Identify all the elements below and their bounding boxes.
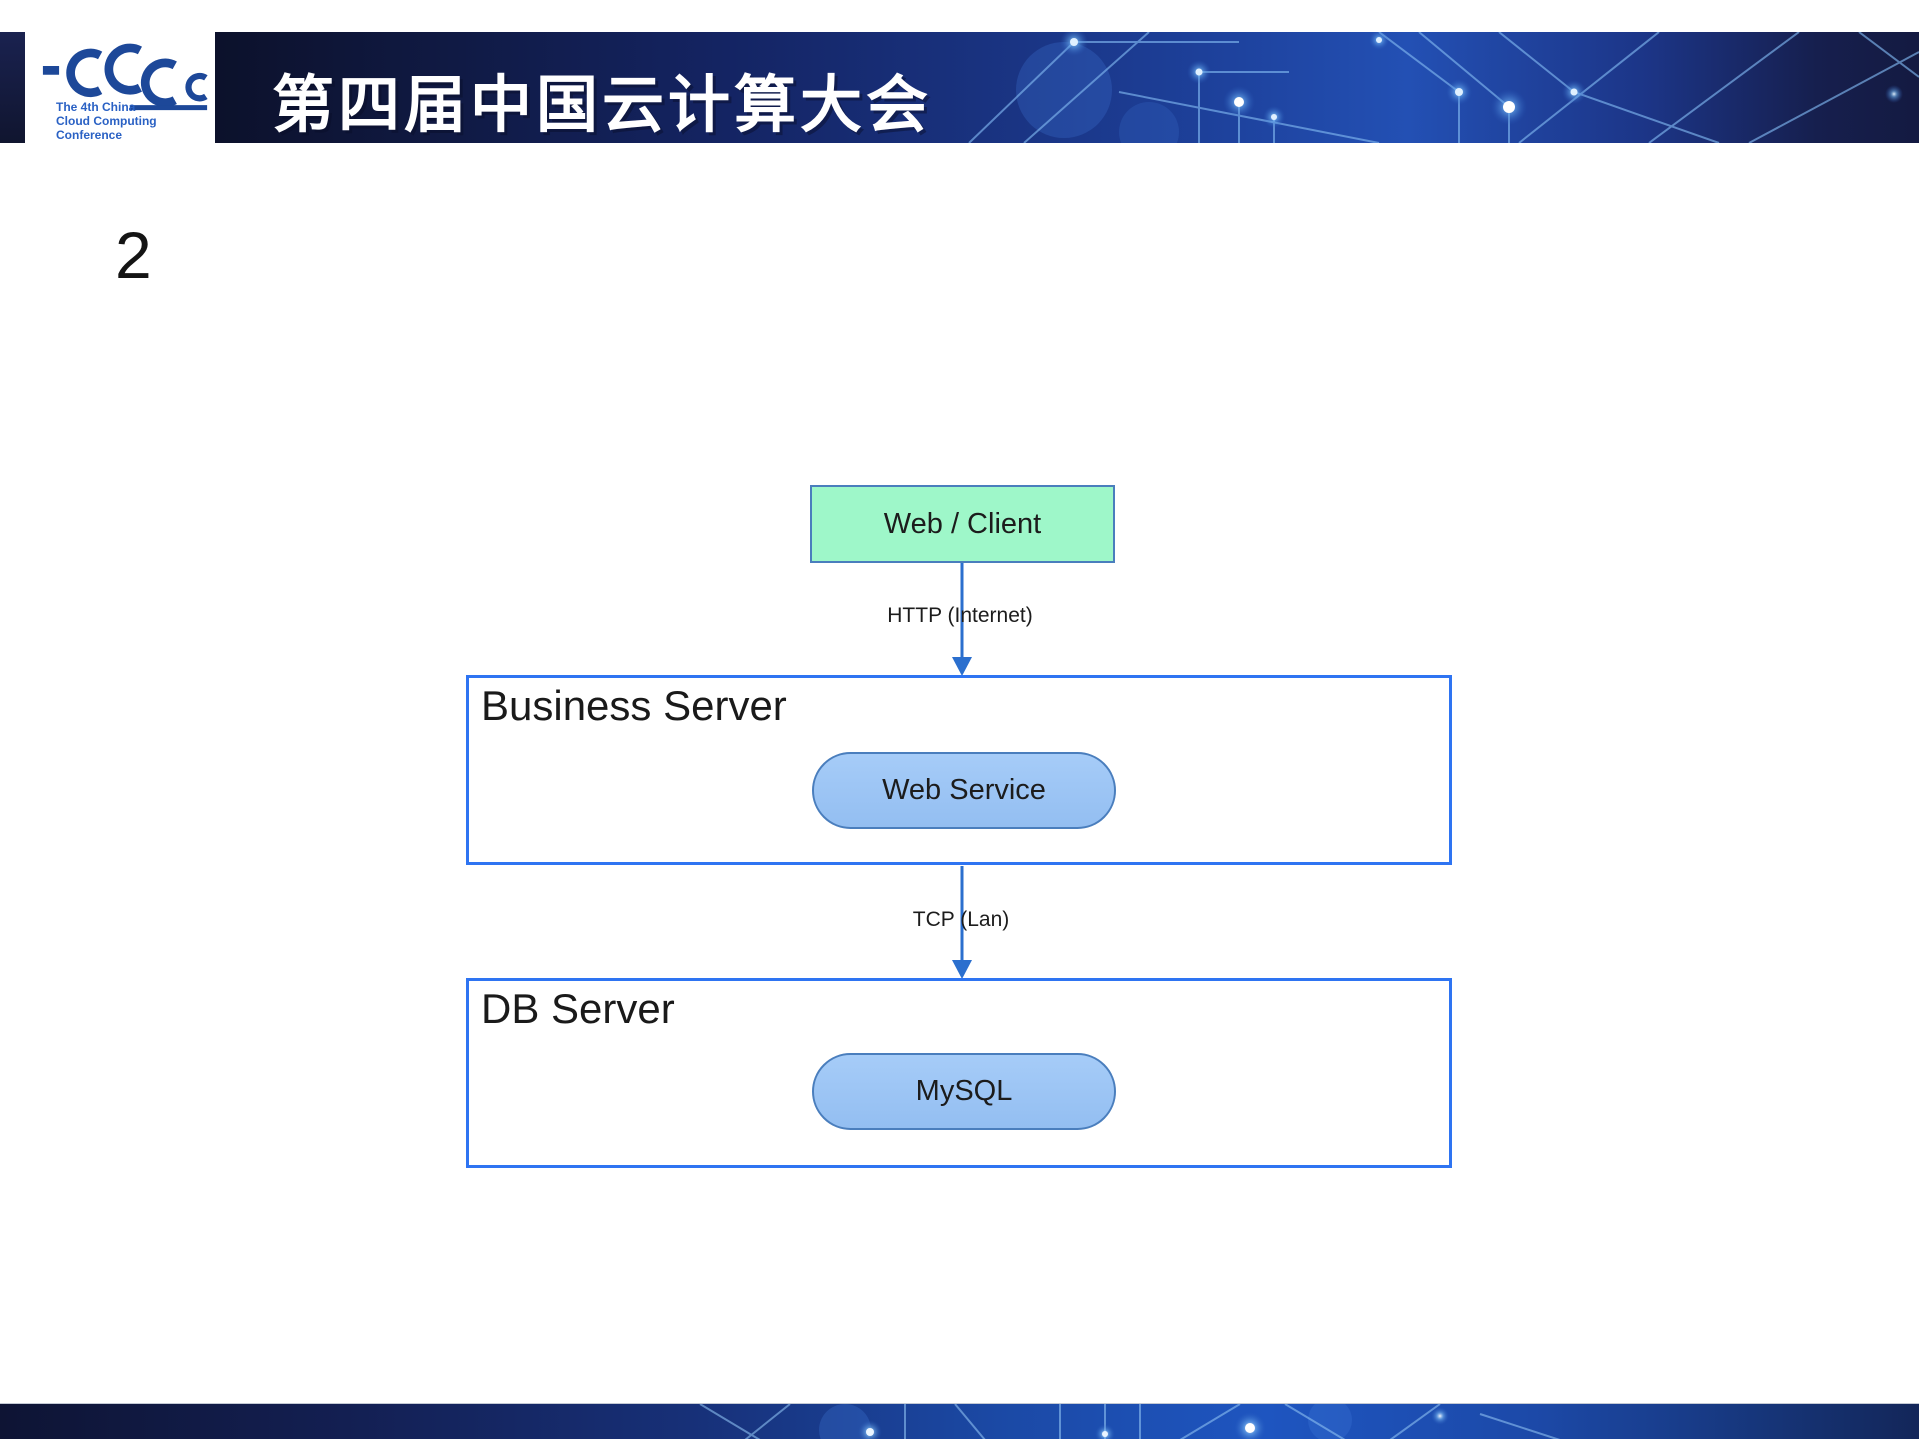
web-service-label: Web Service: [882, 774, 1046, 806]
footer-band: [0, 1403, 1919, 1439]
web-client-label: Web / Client: [883, 507, 1042, 540]
web-client-node: Web / Client: [810, 485, 1115, 563]
mysql-label: MySQL: [915, 1075, 1013, 1107]
header-circuit-pattern: [968, 32, 1919, 143]
business-server-box: Business Server Web Service: [466, 675, 1452, 865]
arrowhead-tcp: [952, 960, 972, 979]
db-server-title: DB Server: [481, 985, 675, 1032]
connection-label-tcp: TCP (Lan): [912, 908, 1010, 931]
logo-caption-line: Cloud Computing: [56, 114, 157, 128]
db-server-box: DB Server MySQL: [466, 978, 1452, 1168]
mysql-pill: MySQL: [812, 1053, 1116, 1130]
slide-number: 2: [115, 218, 152, 292]
header-left-accent-bar: [0, 32, 25, 143]
cccc-logo: The 4th China Cloud Computing Conference: [40, 38, 215, 142]
logo-caption-line: The 4th China: [56, 100, 136, 114]
business-server-title: Business Server: [481, 682, 787, 729]
connection-label-http: HTTP (Internet): [887, 604, 1033, 627]
web-service-pill: Web Service: [812, 752, 1116, 829]
logo-caption-line: Conference: [56, 128, 123, 142]
footer-circuit-pattern: [699, 1404, 1561, 1439]
arrowhead-http: [952, 657, 972, 676]
conference-title: 第四届中国云计算大会: [272, 71, 933, 140]
header-band: 第四届中国云计算大会: [215, 32, 1919, 143]
logo-caption: The 4th China Cloud Computing Conference: [56, 100, 157, 142]
cccc-logo-icon: [42, 43, 208, 111]
